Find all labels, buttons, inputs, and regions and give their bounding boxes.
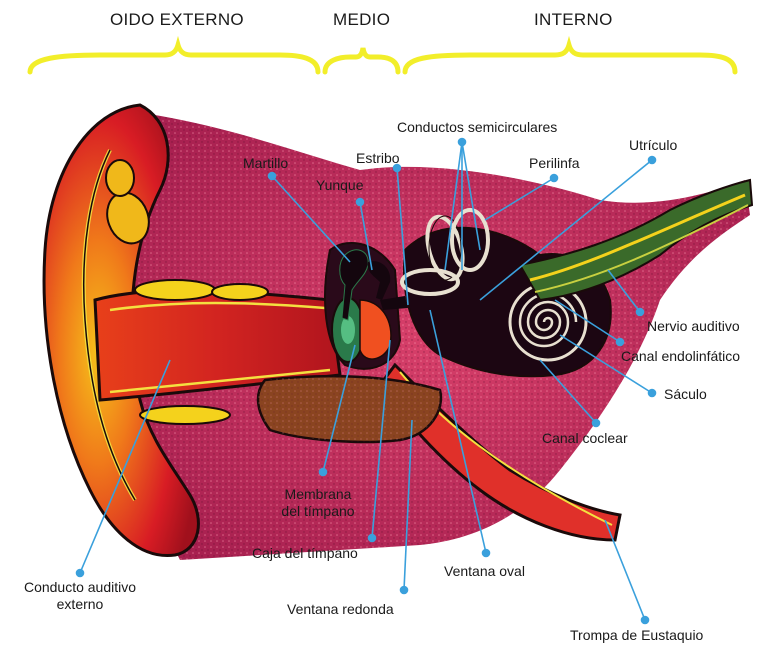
label-endolymphatic-duct: Canal endolinfático	[621, 348, 740, 365]
label-cochlear-duct: Canal coclear	[542, 430, 628, 447]
label-tympanic-membrane-line2: del tímpano	[268, 503, 368, 520]
section-label-outer-ear: OIDO EXTERNO	[110, 10, 244, 30]
bracket-outer	[30, 45, 318, 72]
label-tympanic-membrane-line1: Membrana	[268, 486, 368, 503]
label-semicircular-canals: Conductos semicirculares	[397, 119, 557, 136]
label-malleus: Martillo	[243, 155, 288, 172]
label-saccule: Sáculo	[664, 386, 707, 403]
label-external-canal-line1: Conducto auditivo	[0, 579, 160, 596]
section-label-middle-ear: MEDIO	[333, 10, 390, 30]
label-auditory-nerve: Nervio auditivo	[647, 318, 740, 335]
section-label-inner-ear: INTERNO	[534, 10, 613, 30]
label-stapes: Estribo	[356, 150, 400, 167]
label-external-canal-line2: externo	[0, 596, 160, 613]
label-round-window: Ventana redonda	[287, 601, 394, 618]
label-perilymph: Perilinfa	[529, 155, 580, 172]
label-oval-window: Ventana oval	[444, 563, 525, 580]
label-utricle: Utrículo	[629, 137, 677, 154]
bracket-middle	[325, 48, 398, 72]
bracket-inner	[405, 45, 735, 72]
label-eustachian-tube: Trompa de Eustaquio	[570, 627, 703, 644]
section-brackets	[30, 45, 735, 72]
label-incus: Yunque	[316, 177, 364, 194]
label-tympanic-cavity: Caja del tímpano	[252, 545, 358, 562]
